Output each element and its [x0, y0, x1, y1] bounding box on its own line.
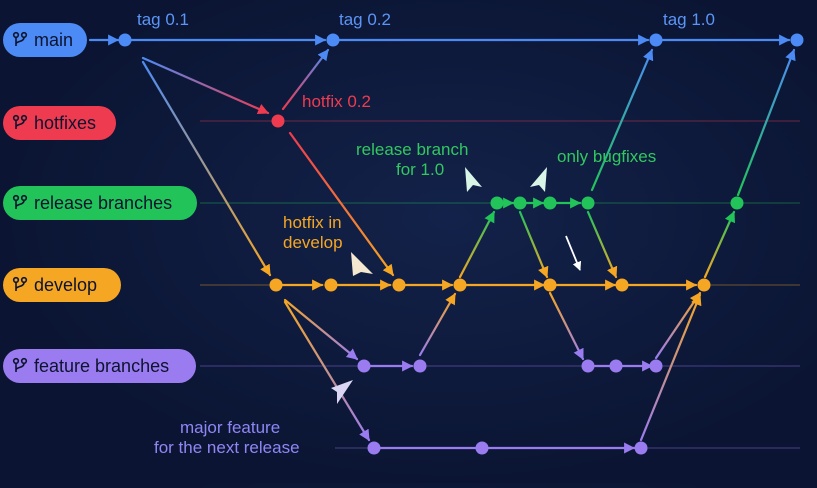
commit-dot: [453, 278, 467, 292]
commit-dot: [609, 359, 623, 373]
commit-dot: [367, 441, 381, 455]
release-annotation-line2: for 1.0: [396, 160, 445, 179]
commit-dot: [543, 278, 557, 292]
flow-arrow: [590, 48, 654, 192]
flow-arrow: [283, 300, 371, 442]
commit-dot: [357, 359, 371, 373]
hotfix-label: hotfix 0.2: [302, 92, 371, 111]
lane-pill-main: main: [3, 23, 87, 57]
flow-arrow: [639, 293, 702, 442]
pointer-icon: [351, 252, 373, 276]
commit-dot: [324, 278, 338, 292]
commit-dot: [615, 278, 629, 292]
commit-dot: [649, 359, 663, 373]
commit-dot: [475, 441, 489, 455]
tag-label-0-2: tag 0.2: [339, 10, 391, 29]
commit-dot: [581, 196, 595, 210]
bugfix-annotation: only bugfixes: [557, 147, 657, 166]
flow-arrow: [418, 292, 457, 357]
tag-label-0-1: tag 0.1: [137, 10, 189, 29]
commit-dot: [326, 33, 340, 47]
pointer-icon: [465, 167, 482, 192]
commit-dot: [269, 278, 283, 292]
commit-dot: [543, 196, 557, 210]
commit-dot: [490, 196, 504, 210]
branch-icon: [12, 276, 28, 291]
flow-arrow: [736, 48, 796, 197]
branch-icon: [12, 31, 28, 46]
commit-dot: [697, 278, 711, 292]
lane-label-develop: develop: [34, 274, 98, 295]
flow-arrow: [703, 210, 736, 279]
lane-label-release-branches: release branches: [34, 192, 173, 213]
commit-dot: [271, 114, 285, 128]
branch-icon: [12, 114, 28, 129]
flow-arrow: [288, 131, 395, 277]
flow-arrow: [141, 60, 272, 277]
major-feature-annotation-line1: major feature: [180, 418, 281, 437]
branch-icon: [12, 357, 28, 372]
commit-dot: [634, 441, 648, 455]
flow-arrow: [458, 210, 496, 279]
commit-dot: [581, 359, 595, 373]
flow-arrow: [283, 298, 359, 361]
release-annotation-line1: release branch: [356, 140, 469, 159]
commit-dot: [413, 359, 427, 373]
commit-dot: [790, 33, 804, 47]
commit-dot: [513, 196, 527, 210]
flow-arrow: [281, 48, 330, 111]
commit-dot: [392, 278, 406, 292]
commit-dot: [649, 33, 663, 47]
pointer-icon: [331, 380, 353, 404]
lane-pill-develop: develop: [3, 268, 121, 302]
flow-arrow: [548, 291, 585, 361]
pointer-arrow: [565, 235, 582, 271]
lane-label-main: main: [34, 29, 74, 50]
tag-label-1-0: tag 1.0: [663, 10, 715, 29]
flow-arrow: [586, 210, 618, 279]
commit-dot: [118, 33, 132, 47]
hotfix-develop-annotation-line1: hotfix in: [283, 213, 342, 232]
lane-pill-release-branches: release branches: [3, 186, 197, 220]
lane-pill-hotfixes: hotfixes: [3, 106, 116, 140]
branch-icon: [12, 194, 28, 209]
hotfix-develop-annotation-line2: develop: [283, 233, 343, 252]
pointer-icon: [530, 167, 547, 192]
flow-arrow: [518, 210, 549, 279]
flow-arrow: [141, 56, 270, 115]
major-feature-annotation-line2: for the next release: [154, 438, 300, 457]
commit-dot: [730, 196, 744, 210]
lane-pill-feature-branches: feature branches: [3, 349, 196, 383]
lane-label-feature-branches: feature branches: [34, 355, 170, 376]
lane-label-hotfixes: hotfixes: [34, 112, 97, 133]
